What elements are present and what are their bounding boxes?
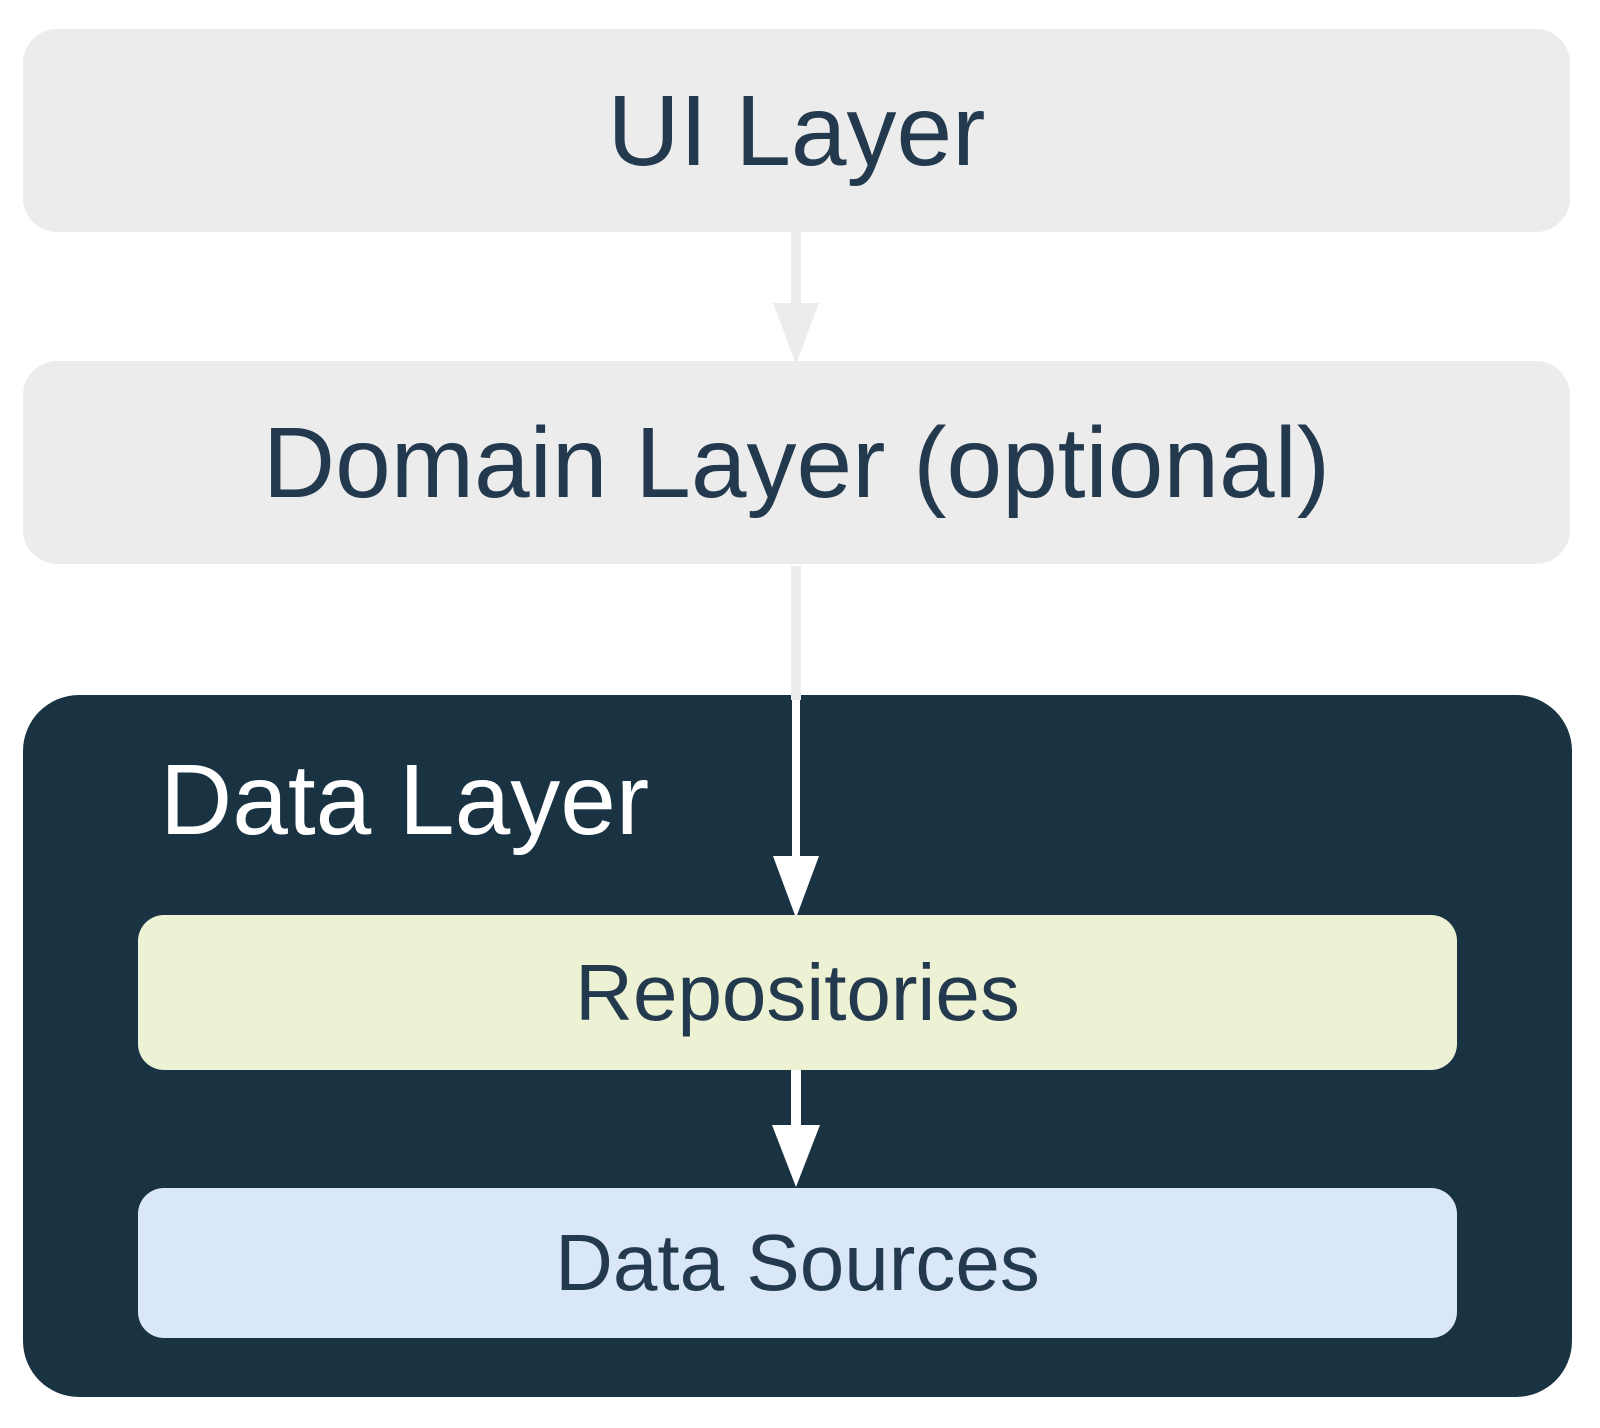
data-layer-label: Data Layer [160,744,650,856]
ui-layer-label: UI Layer [607,74,986,187]
repositories-box: Repositories [138,915,1457,1070]
arrow-ui-to-domain-icon [773,230,819,364]
data-layer-box: Data Layer Repositories Data Sources [23,695,1572,1397]
domain-layer-box: Domain Layer (optional) [23,361,1570,564]
arrow-head [773,303,819,364]
ui-layer-box: UI Layer [23,29,1570,232]
data-sources-label: Data Sources [555,1218,1040,1307]
arrow-stem [791,230,801,306]
arrow-stem-gray [791,566,801,700]
domain-layer-label: Domain Layer (optional) [262,406,1331,519]
repositories-label: Repositories [575,947,1020,1037]
data-sources-box: Data Sources [138,1188,1457,1338]
